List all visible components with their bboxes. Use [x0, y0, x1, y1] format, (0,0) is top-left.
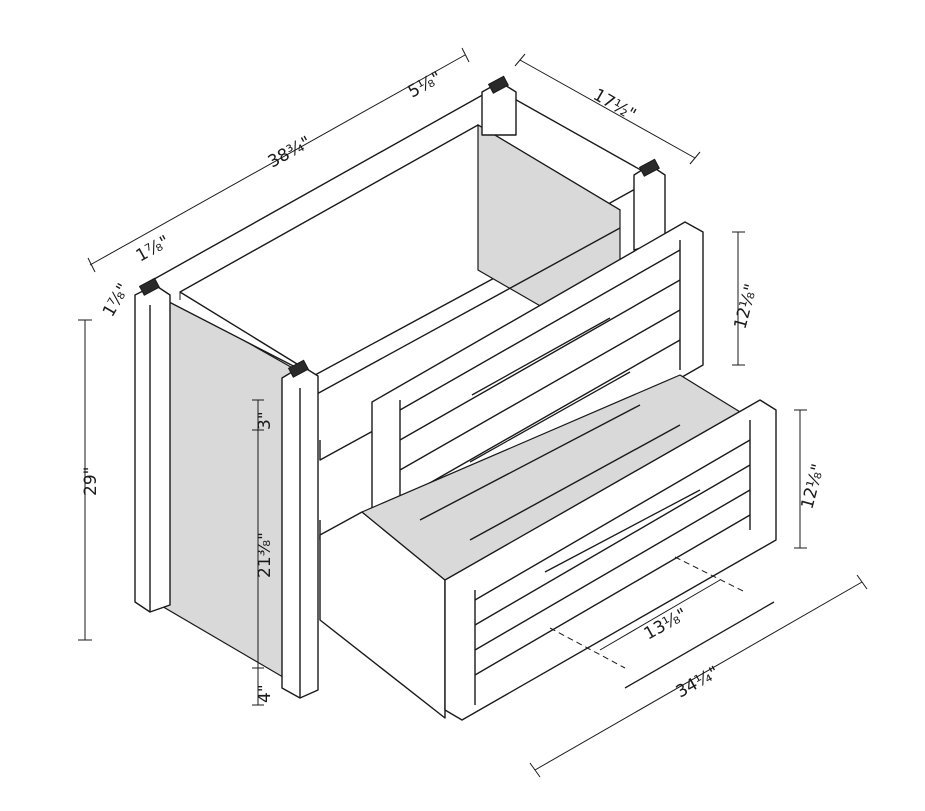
upper-board-line-4: [399, 339, 681, 501]
lower-drawer-front: [444, 399, 777, 721]
label-height-overall: 29": [81, 467, 101, 496]
label-upper-drawer-height: 12⅛": [731, 282, 762, 332]
dim-width-line: [87, 47, 470, 273]
lower-divider-2: [469, 424, 681, 541]
label-top-rail: 5⅛": [405, 68, 445, 103]
lower-board-line-3: [474, 489, 751, 651]
lower-board-line-2: [474, 464, 751, 626]
post-back-right: [481, 75, 517, 136]
dim-upper-drawer-line: [732, 231, 745, 366]
dim-height-line: [78, 319, 92, 641]
label-width-overall: 38¾": [265, 133, 315, 173]
dim-handle-length-line: [529, 574, 868, 778]
lower-handle: [544, 489, 701, 573]
label-post-width-top: 1⅞": [133, 232, 173, 267]
label-drawer-zone: 21⅜": [255, 532, 275, 578]
lower-divider-1: [419, 404, 641, 521]
label-depth-overall: 17½": [590, 85, 640, 125]
dim-handle-spacing-line: [599, 579, 721, 651]
label-top-gap: 3": [255, 411, 275, 430]
upper-board-line-3: [399, 309, 681, 471]
lower-board-line-4: [474, 514, 751, 676]
lower-board-line-1: [474, 439, 751, 601]
label-lower-drawer-height: 12⅛": [798, 462, 829, 512]
label-foot-height: 4": [255, 684, 275, 703]
label-handle-length: 34¼": [673, 663, 723, 703]
dim-lower-drawer-line: [794, 409, 807, 549]
handle-guide-left: [549, 627, 626, 669]
upper-handle-top: [471, 317, 611, 396]
upper-board-line-2: [399, 279, 681, 441]
detached-handle: [624, 601, 775, 689]
upper-handle-bottom: [469, 371, 631, 463]
post-back-left: [134, 277, 171, 613]
dim-depth-line: [514, 53, 701, 165]
post-front-right: [633, 158, 666, 251]
dim-inner-height-line: [252, 399, 264, 706]
label-post-width-side: 1⅞": [99, 280, 134, 320]
post-front-left: [281, 359, 319, 699]
handle-guide-right: [674, 556, 746, 593]
upper-board-line-1: [399, 249, 681, 411]
